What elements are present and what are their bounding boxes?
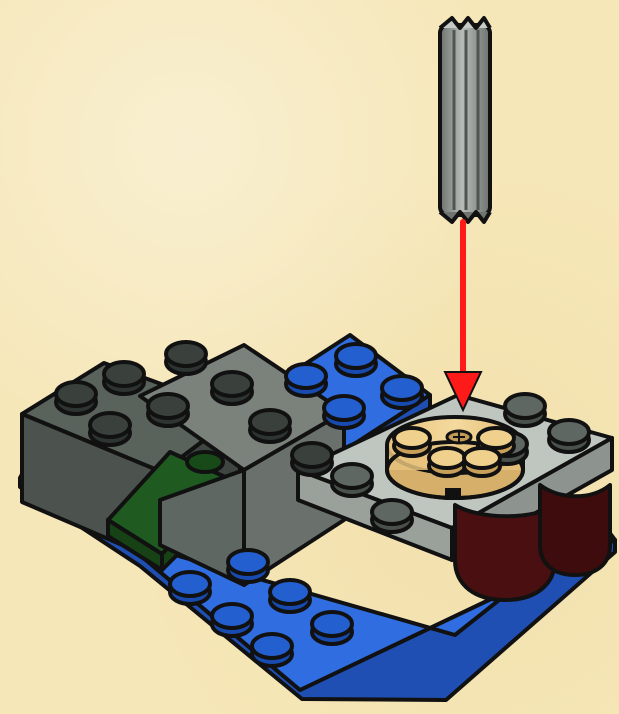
stud [286, 364, 326, 396]
stud [505, 394, 545, 426]
stud [166, 342, 206, 374]
stud [212, 604, 252, 636]
stud [464, 448, 500, 476]
stud [372, 500, 412, 532]
stud [252, 634, 292, 666]
stud [270, 580, 310, 612]
stud [148, 394, 188, 426]
stud [394, 428, 430, 456]
stud [292, 443, 332, 475]
stud [228, 550, 268, 582]
stud [250, 410, 290, 442]
stud [312, 612, 352, 644]
stud [382, 376, 422, 408]
stud [324, 396, 364, 428]
stud [212, 372, 252, 404]
stud [170, 572, 210, 604]
stud [332, 464, 372, 496]
insertion-arrow [445, 222, 481, 410]
stud [56, 382, 96, 414]
stud [429, 448, 465, 476]
stud [336, 344, 376, 376]
stud [104, 362, 144, 394]
stud [549, 420, 589, 452]
axle-piece [440, 18, 490, 222]
stud [90, 413, 130, 445]
